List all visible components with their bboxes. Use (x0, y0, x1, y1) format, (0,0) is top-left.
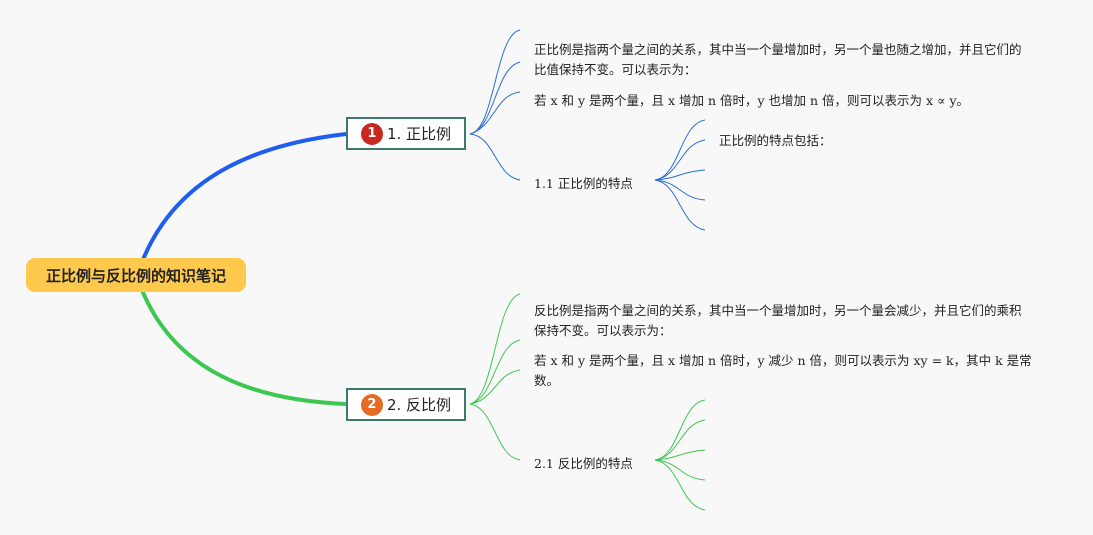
note-inverse-formula[interactable]: 若 x 和 y 是两个量，且 x 增加 n 倍时，y 减少 n 倍，则可以表示为… (534, 353, 1032, 388)
note-direct-formula[interactable]: 若 x 和 y 是两个量，且 x 增加 n 倍时，y 也增加 n 倍，则可以表示… (534, 93, 970, 108)
priority-1-icon: 1 (360, 122, 383, 145)
note-direct-definition[interactable]: 正比例是指两个量之间的关系，其中当一个量增加时，另一个量也随之增加，并且它们的比… (534, 42, 1022, 77)
subtopic-direct-features-child[interactable]: 正比例的特点包括： (719, 133, 832, 148)
branch-1-fan (469, 29, 521, 181)
priority-2-icon: 2 (360, 393, 383, 416)
root-topic-label: 正比例与反比例的知识笔记 (45, 266, 226, 285)
topic-direct-proportion[interactable]: 1 1. 正比例 (346, 117, 466, 150)
topic-inverse-proportion-label: 2. 反比例 (386, 396, 452, 414)
subtopic-1-fan (654, 119, 706, 231)
main-branch-1-line (140, 132, 347, 263)
note-inverse-definition[interactable]: 反比例是指两个量之间的关系，其中当一个量增加时，另一个量会减少，并且它们的乘积保… (534, 303, 1022, 338)
main-branch-2-line (140, 289, 347, 406)
topic-inverse-proportion[interactable]: 2 2. 反比例 (346, 388, 466, 421)
root-topic[interactable]: 正比例与反比例的知识笔记 (26, 258, 246, 292)
topic-direct-proportion-label: 1. 正比例 (386, 125, 452, 143)
subtopic-2-fan (654, 399, 706, 511)
branch-2-fan (469, 293, 521, 461)
subtopic-direct-features[interactable]: 1.1 正比例的特点 (534, 176, 633, 191)
subtopic-inverse-features[interactable]: 2.1 反比例的特点 (534, 456, 633, 471)
